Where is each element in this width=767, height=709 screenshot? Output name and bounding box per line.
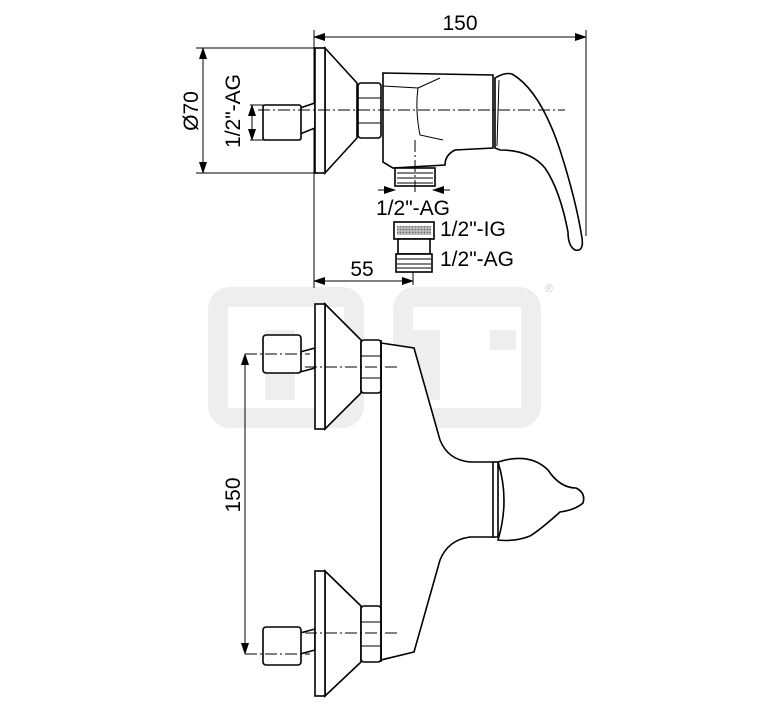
top-view: 150 Ø70 1/2"-AG 1/2"-AG bbox=[180, 12, 587, 288]
upper-inlet bbox=[245, 302, 400, 431]
lever-handle-front bbox=[496, 457, 585, 542]
width-dimension-label: 150 bbox=[442, 12, 477, 35]
lower-inlet bbox=[245, 569, 400, 698]
lever-handle bbox=[494, 72, 584, 252]
adapter-bottom-thread-label: 1/2"-AG bbox=[440, 248, 514, 271]
adapter-top-thread-label: 1/2"-IG bbox=[440, 218, 506, 241]
outlet-thread-label: 1/2"-AG bbox=[376, 197, 450, 220]
registered-mark: ® bbox=[545, 283, 553, 295]
inlet-thread-label: 1/2"-AG bbox=[222, 74, 245, 148]
eccentric-connector bbox=[299, 101, 316, 136]
diameter-dimension-label: Ø70 bbox=[180, 91, 203, 131]
adapter-fitting bbox=[393, 221, 435, 273]
inlet-spacing-label: 150 bbox=[222, 477, 245, 512]
mixer-body bbox=[382, 72, 494, 169]
handle-base bbox=[492, 461, 499, 538]
inlet-stub bbox=[262, 104, 302, 141]
front-view: 150 bbox=[222, 302, 585, 698]
outlet-offset-label: 55 bbox=[350, 258, 373, 281]
